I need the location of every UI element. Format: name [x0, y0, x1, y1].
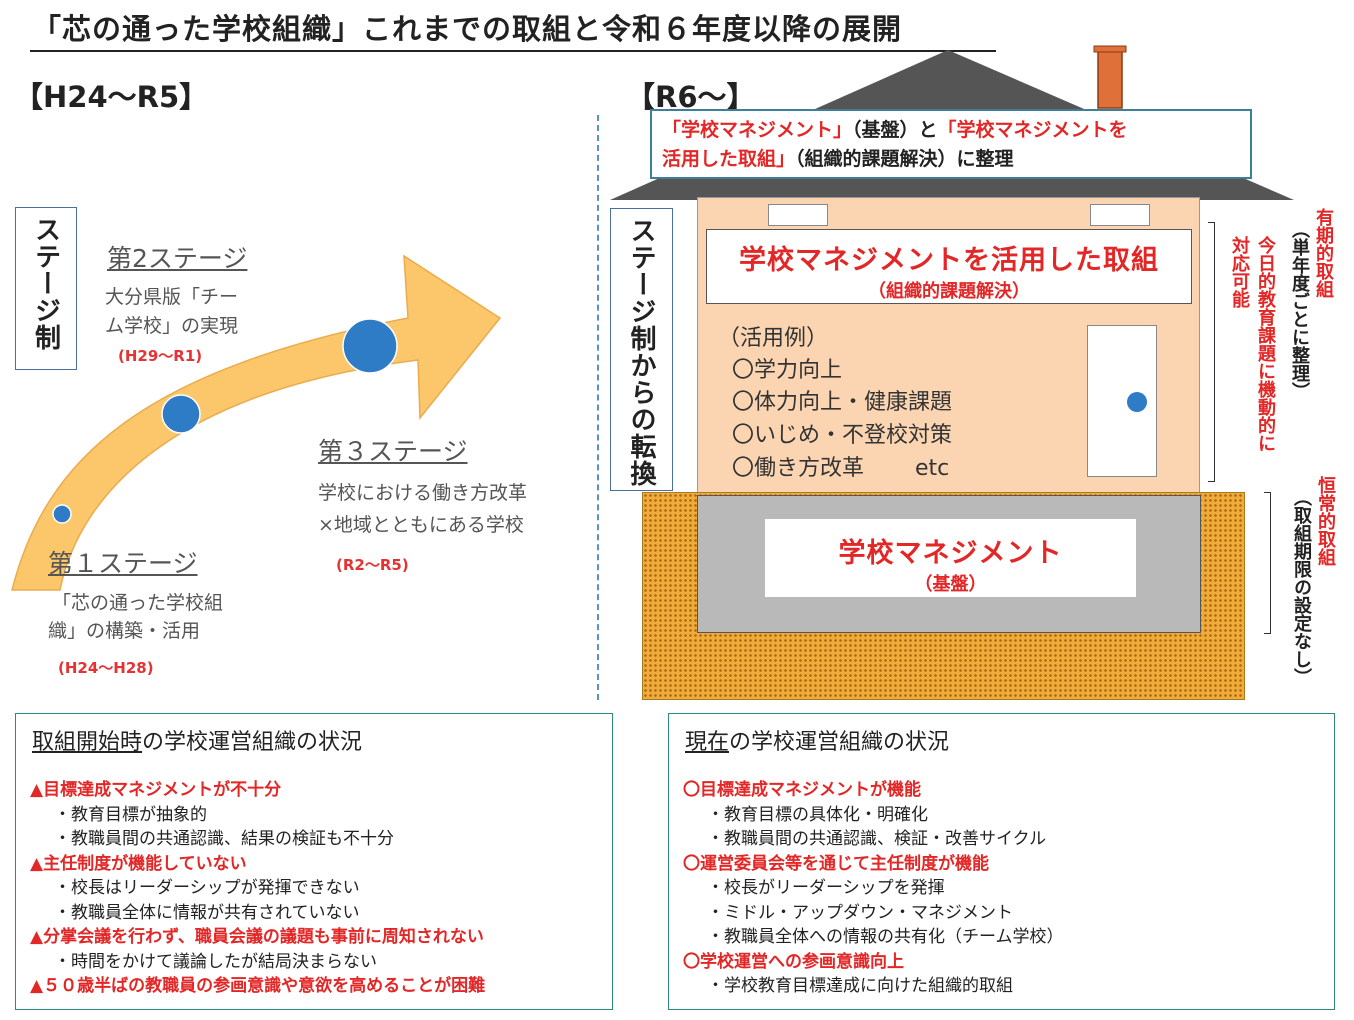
stage-3-title: 第３ステージ	[318, 437, 468, 466]
current-status-title-underlined: 現在	[685, 730, 730, 755]
policy-notice-box: 「学校マネジメント」（基盤）と「学校マネジメントを 活用した取組」（組織的課題解…	[650, 109, 1252, 179]
house-window-left	[768, 204, 828, 226]
flexible-response-label-2: 対応可能	[1229, 236, 1250, 308]
title-underline	[30, 50, 996, 52]
list-item: ・教職員全体への情報の共有化（チーム学校）	[707, 927, 1064, 947]
list-item: ・学校教育目標達成に向けた組織的取組	[707, 976, 1013, 996]
list-item: ・教育目標が抽象的	[54, 804, 207, 825]
example-item: 〇働き方改革 etc	[732, 456, 950, 481]
stage-1-years: (H24～H28)	[58, 659, 154, 677]
notice-black-2: （組織的課題解決）に整理	[795, 148, 1014, 170]
list-item: ・教職員間の共通認識、検証・改善サイクル	[707, 829, 1047, 849]
current-status-list: 〇目標達成マネジメントが機能 ・教育目標の具体化・明確化 ・教職員間の共通認識、…	[683, 778, 1064, 999]
notice-red-1: 「学校マネジメント」	[662, 119, 853, 141]
stage-1-title: 第１ステージ	[48, 549, 198, 578]
notice-black-1: （基盤）と	[852, 119, 938, 141]
application-subtitle: （組織的課題解決）	[868, 281, 1030, 302]
current-status-panel: 現在の学校運営組織の状況 〇目標達成マネジメントが機能 ・教育目標の具体化・明確…	[668, 713, 1335, 1010]
stage-2-years: (H29～R1)	[118, 347, 203, 365]
list-item: 〇学校運営への参画意識向上	[683, 951, 904, 972]
stage-1-dot	[52, 504, 72, 524]
stage-system-label: ステージ制	[30, 216, 61, 351]
list-item: ▲分掌会議を行わず、職員会議の議題も事前に周知されない	[30, 927, 484, 947]
examples-heading: （活用例）	[718, 326, 829, 351]
base-title: 学校マネジメント	[838, 538, 1063, 569]
stage-1-desc-2: 織」の構築・活用	[48, 620, 201, 642]
list-item: ▲目標達成マネジメントが不十分	[30, 780, 282, 800]
list-item: ・教職員全体に情報が共有されていない	[54, 902, 360, 923]
initial-status-panel: 取組開始時の学校運営組織の状況 ▲目標達成マネジメントが不十分 ・教育目標が抽象…	[15, 713, 613, 1010]
era-label-right: 【R6～】	[626, 80, 756, 114]
list-item: 〇運営委員会等を通じて主任制度が機能	[683, 853, 989, 874]
list-item: ・校長はリーダーシップが発揮できない	[54, 878, 360, 898]
stage-3-desc-1: 学校における働き方改革	[318, 482, 528, 504]
stage-3-years: (R2～R5)	[336, 556, 409, 574]
periodic-effort-label: 有期的取組	[1313, 208, 1334, 298]
initial-status-title-rest: の学校運営組織の状況	[142, 730, 363, 755]
list-item: ・ミドル・アップダウン・マネジメント	[707, 902, 1013, 923]
stage-2-title: 第2ステージ	[107, 244, 248, 273]
era-divider	[597, 115, 599, 700]
stage-shift-box: ステージ制からの転換	[610, 208, 673, 491]
application-title: 学校マネジメントを活用した取組	[739, 245, 1159, 276]
notice-red-2: 「学校マネジメントを	[937, 119, 1128, 141]
example-item: 〇体力向上・健康課題	[732, 390, 953, 415]
management-application-box: 学校マネジメントを活用した取組 （組織的課題解決）	[706, 229, 1192, 304]
stage-2-desc-2: ム学校」の実現	[105, 315, 239, 337]
list-item: ・校長がリーダーシップを発揮	[707, 878, 945, 898]
example-item: 〇いじめ・不登校対策	[732, 423, 953, 448]
initial-status-title: 取組開始時の学校運営組織の状況	[32, 724, 362, 756]
school-management-box: 学校マネジメント （基盤）	[765, 519, 1136, 597]
list-item: ・教職員間の共通認識、結果の検証も不十分	[54, 829, 394, 849]
permanent-effort-note: （取組期限の設定なし）	[1291, 488, 1312, 686]
stage-3-desc-2: ×地域とともにある学校	[318, 514, 524, 536]
chimney-cap	[1093, 45, 1127, 53]
upper-bracket	[1208, 222, 1215, 482]
door-knob	[1127, 392, 1147, 412]
lower-bracket	[1264, 492, 1271, 634]
example-item: 〇学力向上	[732, 358, 843, 383]
era-label-left: 【H24～R5】	[14, 80, 209, 114]
list-item: ・教育目標の具体化・明確化	[707, 804, 928, 825]
stage-2-dot	[161, 394, 201, 434]
stage-progress-arrow	[11, 254, 502, 591]
list-item: ▲５０歳半ばの教職員の参画意識や意欲を高めることが困難	[30, 976, 486, 996]
stage-3-dot	[342, 318, 398, 374]
list-item: 〇目標達成マネジメントが機能	[683, 780, 921, 800]
permanent-effort-label: 恒常的取組	[1315, 476, 1336, 566]
notice-red-3: 活用した取組」	[662, 148, 796, 170]
initial-status-title-underlined: 取組開始時	[32, 730, 143, 755]
base-subtitle: （基盤）	[914, 574, 987, 595]
list-item: ▲主任制度が機能していない	[30, 853, 247, 874]
periodic-effort-note: （単年度ごとに整理）	[1289, 220, 1310, 400]
stage-2-desc-1: 大分県版「チー	[105, 286, 239, 308]
initial-status-list: ▲目標達成マネジメントが不十分 ・教育目標が抽象的 ・教職員間の共通認識、結果の…	[30, 778, 485, 999]
house-window-right	[1090, 204, 1150, 226]
stage-shift-label: ステージ制からの転換	[626, 217, 656, 487]
current-status-title-rest: の学校運営組織の状況	[729, 730, 950, 755]
list-item: ・時間をかけて議論したが結局決まらない	[54, 951, 377, 972]
current-status-title: 現在の学校運営組織の状況	[685, 724, 949, 756]
flexible-response-label-1: 今日的教育課題に機動的に	[1255, 236, 1276, 452]
page-title: 「芯の通った学校組織」これまでの取組と令和６年度以降の展開	[32, 12, 903, 46]
stage-system-box: ステージ制	[15, 207, 77, 370]
stage-1-desc-1: 「芯の通った学校組	[52, 592, 224, 614]
chimney	[1097, 47, 1123, 109]
